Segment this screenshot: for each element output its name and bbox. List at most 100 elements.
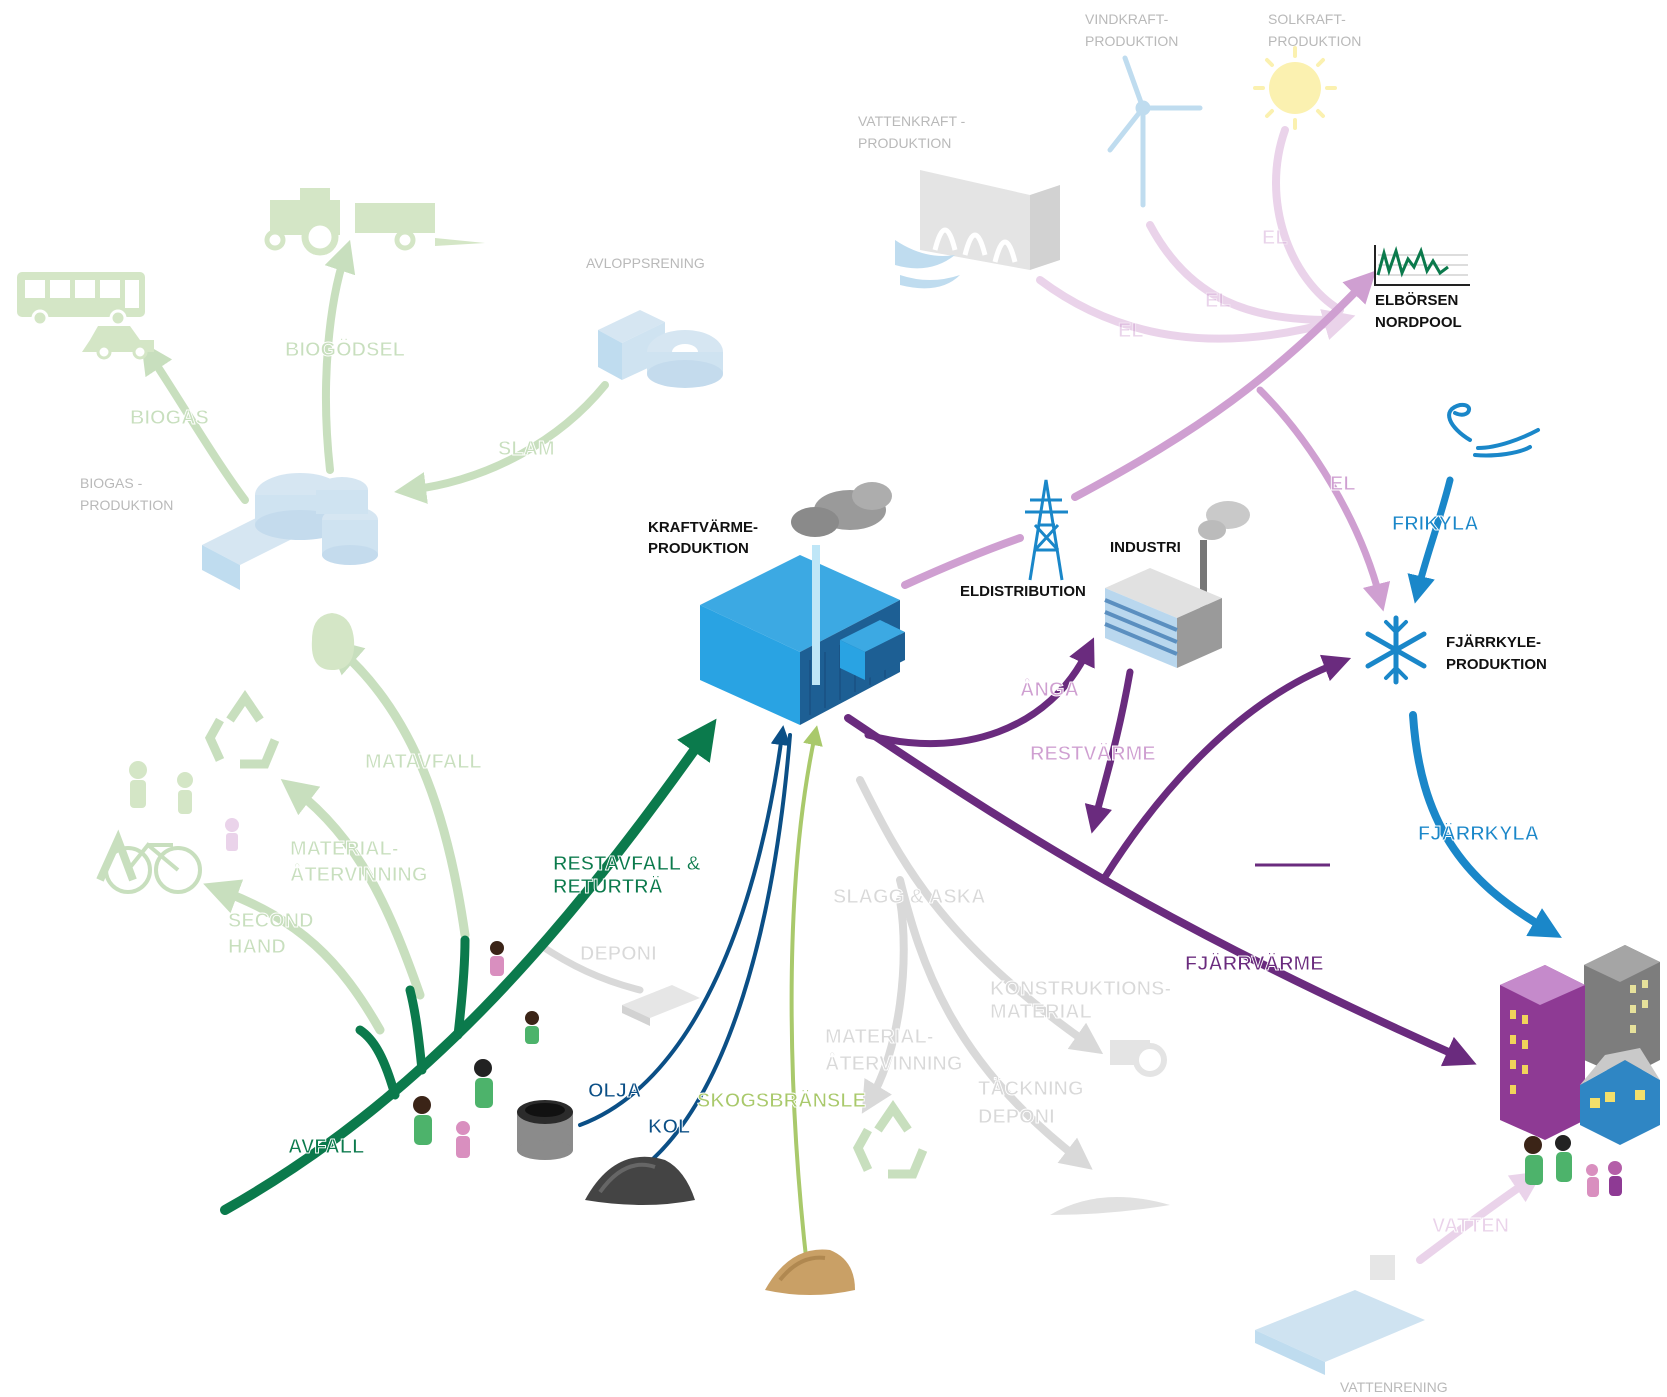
kol-flow: [638, 733, 792, 1172]
restavfall-label-2: RETURTRÄ: [553, 875, 663, 898]
materialatervinning2-label-2: ÅTERVINNING: [825, 1051, 962, 1075]
el-label-sun: EL: [1262, 227, 1288, 249]
el-label-hydro: EL: [1118, 320, 1144, 342]
recycle-icon-2: [852, 1100, 928, 1179]
el-flow-borsen-kyla: [1256, 386, 1391, 612]
node-labels: KRAFTVÄRME- PRODUKTION INDUSTRI ELDISTRI…: [80, 11, 1547, 1395]
biogas-plant-icon: [202, 473, 378, 590]
vindkraft-label-2: PRODUKTION: [1085, 33, 1178, 49]
snowflake-icon: [1365, 615, 1427, 685]
materialatervinning2-label-1: MATERIAL-: [825, 1026, 934, 1048]
el-label-kyla: EL: [1330, 473, 1356, 495]
secondhand-label-2: HAND: [228, 936, 286, 958]
wind-turbine-icon: [1107, 55, 1203, 208]
compost-bag-icon: [311, 613, 355, 670]
fjarrvarme-flow: [844, 714, 1477, 1067]
hydro-el-flow: [1036, 276, 1356, 343]
restvarme-label: RESTVÄRME: [1030, 742, 1156, 765]
sun-icon: [1253, 46, 1337, 130]
price-chart-icon: [1374, 245, 1470, 286]
frikyla-flow: [1407, 476, 1454, 604]
biogas-flow: [141, 341, 249, 504]
sun-el-flow: [1272, 126, 1344, 314]
flow-labels: EL EL EL EL FRIKYLA ÅNGA RESTVÄRME FJÄRR…: [130, 227, 1540, 1238]
eldistribution-label: ELDISTRIBUTION: [960, 583, 1086, 600]
solkraft-label-1: SOLKRAFT-: [1268, 11, 1346, 27]
biogas-label-2: PRODUKTION: [80, 497, 173, 513]
tractor-icon-2: [1110, 1040, 1167, 1077]
el-flow-pylon-borsen: [1071, 270, 1377, 501]
bus-icon: [17, 272, 145, 327]
skogsbransle-label: SKOGSBRÄNSLE: [697, 1089, 866, 1112]
factory-icon: [700, 482, 905, 725]
secondhand-label-1: SECOND: [228, 910, 314, 932]
biogas-flow-label: BIOGAS: [130, 407, 209, 429]
wastewater-plant-icon: [598, 310, 723, 388]
kraftvarme-label-1: KRAFTVÄRME-: [648, 519, 758, 536]
tractor-icon: [264, 188, 485, 256]
olja-flow: [578, 725, 791, 1127]
vattenkraft-label-2: PRODUKTION: [858, 135, 951, 151]
recycle-icon: [204, 690, 280, 769]
wind-gust-icon: [1447, 402, 1540, 458]
coal-pile-icon: [585, 1156, 695, 1205]
vattenrening-label: VATTENRENING: [1340, 1379, 1448, 1395]
materialatervinning-flow: [280, 779, 425, 1000]
restvarme-flow: [1084, 668, 1134, 834]
frikyla-label: FRIKYLA: [1392, 513, 1479, 535]
avfall-branch-3: [453, 935, 470, 1040]
apartment-buildings-icon: [1500, 945, 1660, 1145]
water-treatment-icon: [1255, 1255, 1425, 1375]
avfall-branch-1: [355, 1025, 400, 1100]
vatten-label: VATTEN: [1432, 1215, 1509, 1237]
power-pylon-icon: [1025, 479, 1068, 581]
materialatervinning-label-2: ÅTERVINNING: [290, 862, 427, 886]
anga-label: ÅNGA: [1020, 677, 1079, 701]
ash-heap-icon: [1050, 1197, 1170, 1215]
slagg-flow-2: [896, 876, 1093, 1170]
main-flows: [220, 270, 1562, 1277]
elborsen-label-2: NORDPOOL: [1375, 314, 1462, 331]
materialatervinning-label-1: MATERIAL-: [290, 838, 399, 860]
skogsbransle-flow: [789, 725, 823, 1277]
car-icon: [82, 326, 154, 360]
hydro-dam-icon: [895, 170, 1060, 289]
landfill-slab-icon: [622, 985, 700, 1026]
avfall-label: AVFALL: [288, 1136, 364, 1158]
slam-label: SLAM: [498, 438, 555, 460]
restavfall-label-1: RESTAVFALL &: [553, 853, 701, 875]
industri-label: INDUSTRI: [1110, 539, 1181, 556]
slagg-flow-3: [861, 896, 908, 1114]
vindkraft-label-1: VINDKRAFT-: [1085, 11, 1169, 27]
faded-people: [129, 761, 239, 851]
avloppsrening-label: AVLOPPSRENING: [586, 255, 705, 271]
slam-flow: [394, 381, 609, 504]
deponi-label: DEPONI: [580, 943, 657, 965]
slagg-flow: [856, 776, 1104, 1055]
el-label-wind: EL: [1205, 290, 1231, 312]
el-flow-chp-pylon: [901, 534, 1024, 589]
fjarrkyla-label: FJÄRRKYLA: [1418, 822, 1539, 845]
konstruktionsmaterial-label-2: MATERIAL: [990, 1001, 1092, 1023]
kraftvarme-label-2: PRODUKTION: [648, 540, 749, 557]
avfall-flow: [220, 718, 717, 1215]
anga-flow: [864, 637, 1095, 748]
fjarrvarme-label: FJÄRRVÄRME: [1185, 952, 1324, 975]
faded-flows: [141, 126, 1544, 1264]
tackning-label-2: DEPONI: [978, 1106, 1055, 1128]
biogodsel-label: BIOGÖDSEL: [285, 338, 405, 361]
bicycle-icon: [96, 829, 202, 894]
biogodsel-flow: [321, 239, 356, 474]
vattenkraft-label-1: VATTENKRAFT -: [858, 113, 966, 129]
kol-label: KOL: [648, 1116, 690, 1138]
main-icons: [413, 245, 1660, 1295]
matavfall-flow: [326, 638, 470, 940]
oil-barrel-icon: [517, 1100, 573, 1160]
fjarrkyle-label-2: PRODUKTION: [1446, 656, 1547, 673]
elborsen-label-1: ELBÖRSEN: [1375, 292, 1458, 309]
fjarrkyle-label-1: FJÄRRKYLE-: [1446, 634, 1541, 651]
wood-chips-pile-icon: [765, 1249, 855, 1295]
konstruktionsmaterial-label-1: KONSTRUKTIONS-: [990, 978, 1171, 1000]
